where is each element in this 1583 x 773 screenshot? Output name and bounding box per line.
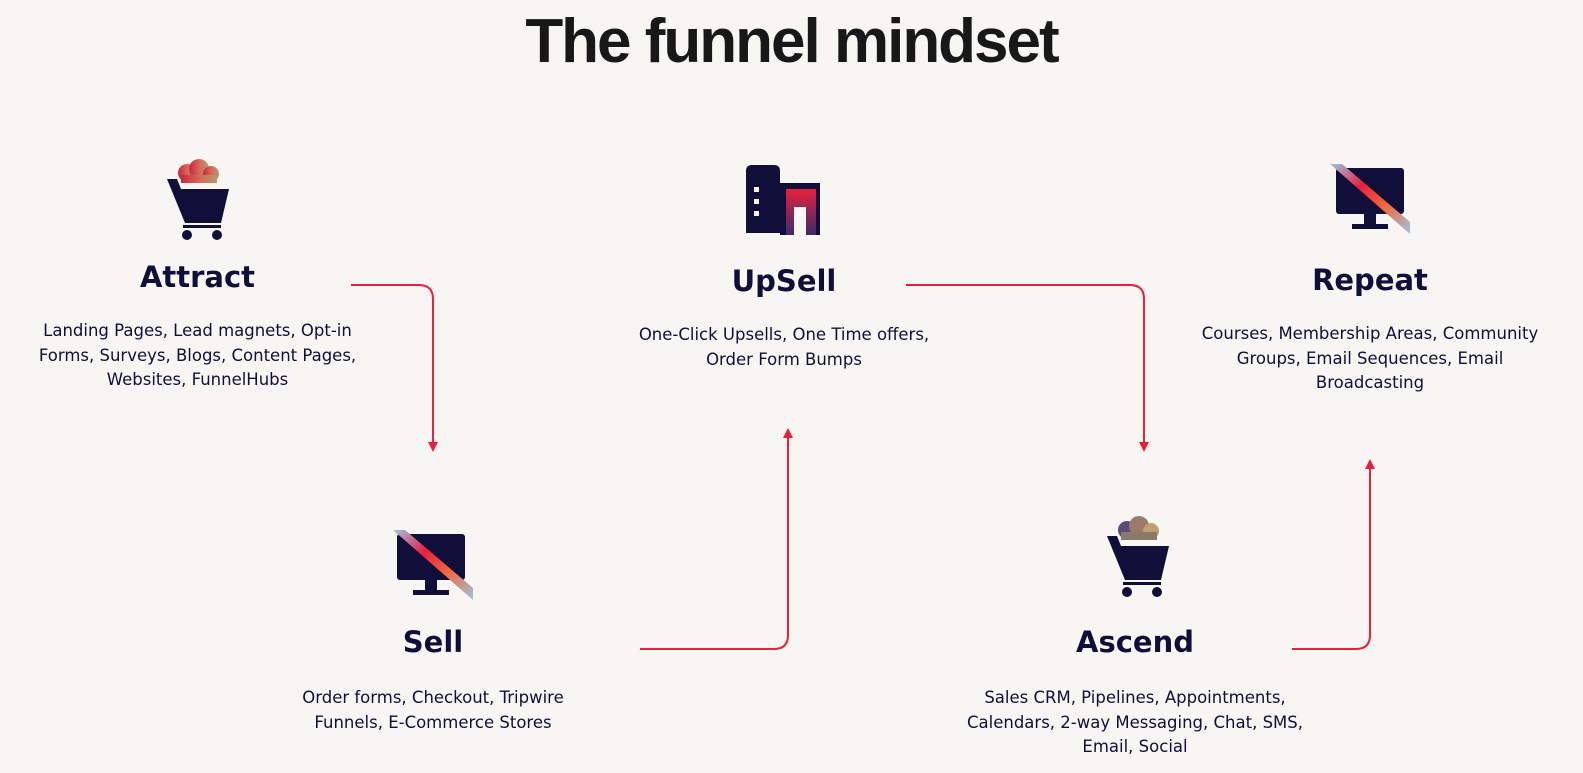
- monitor-icon: [393, 530, 473, 600]
- stage-description-attract: Landing Pages, Lead magnets, Opt-in Form…: [38, 321, 357, 389]
- stage-title-repeat: Repeat: [1312, 263, 1428, 297]
- building-icon: [746, 165, 820, 235]
- stage-title-ascend: Ascend: [1076, 625, 1194, 659]
- stage-description-upsell: One-Click Upsells, One Time offers, Orde…: [638, 325, 930, 369]
- stage-description-ascend: Sales CRM, Pipelines, Appointments, Cale…: [967, 688, 1303, 756]
- stage-repeat: Repeat Courses, Membership Areas, Commun…: [1190, 160, 1550, 400]
- stage-upsell: UpSell One-Click Upsells, One Time offer…: [620, 155, 948, 395]
- stage-description-repeat: Courses, Membership Areas, Community Gro…: [1201, 324, 1539, 392]
- monitor-icon: [1330, 164, 1410, 234]
- arrow-ascend-to-repeat: [1292, 459, 1375, 650]
- stage-attract: Attract Landing Pages, Lead magnets, Opt…: [25, 155, 370, 405]
- stage-title-attract: Attract: [139, 260, 256, 294]
- page-title: The funnel mindset: [525, 7, 1059, 76]
- arrow-sell-to-upsell: [640, 428, 793, 650]
- stage-ascend: Ascend Sales CRM, Pipelines, Appointment…: [955, 516, 1315, 770]
- shopping-cart-icon: [167, 159, 229, 240]
- stage-title-sell: Sell: [402, 625, 464, 659]
- arrow-upsell-to-ascend: [906, 284, 1149, 452]
- stage-description-sell: Order forms, Checkout, Tripwire Funnels,…: [302, 688, 564, 732]
- arrow-attract-to-sell: [351, 284, 438, 452]
- stage-sell: Sell Order forms, Checkout, Tripwire Fun…: [283, 520, 583, 760]
- stage-title-upsell: UpSell: [731, 264, 837, 298]
- shopping-cart-icon: [1107, 516, 1169, 597]
